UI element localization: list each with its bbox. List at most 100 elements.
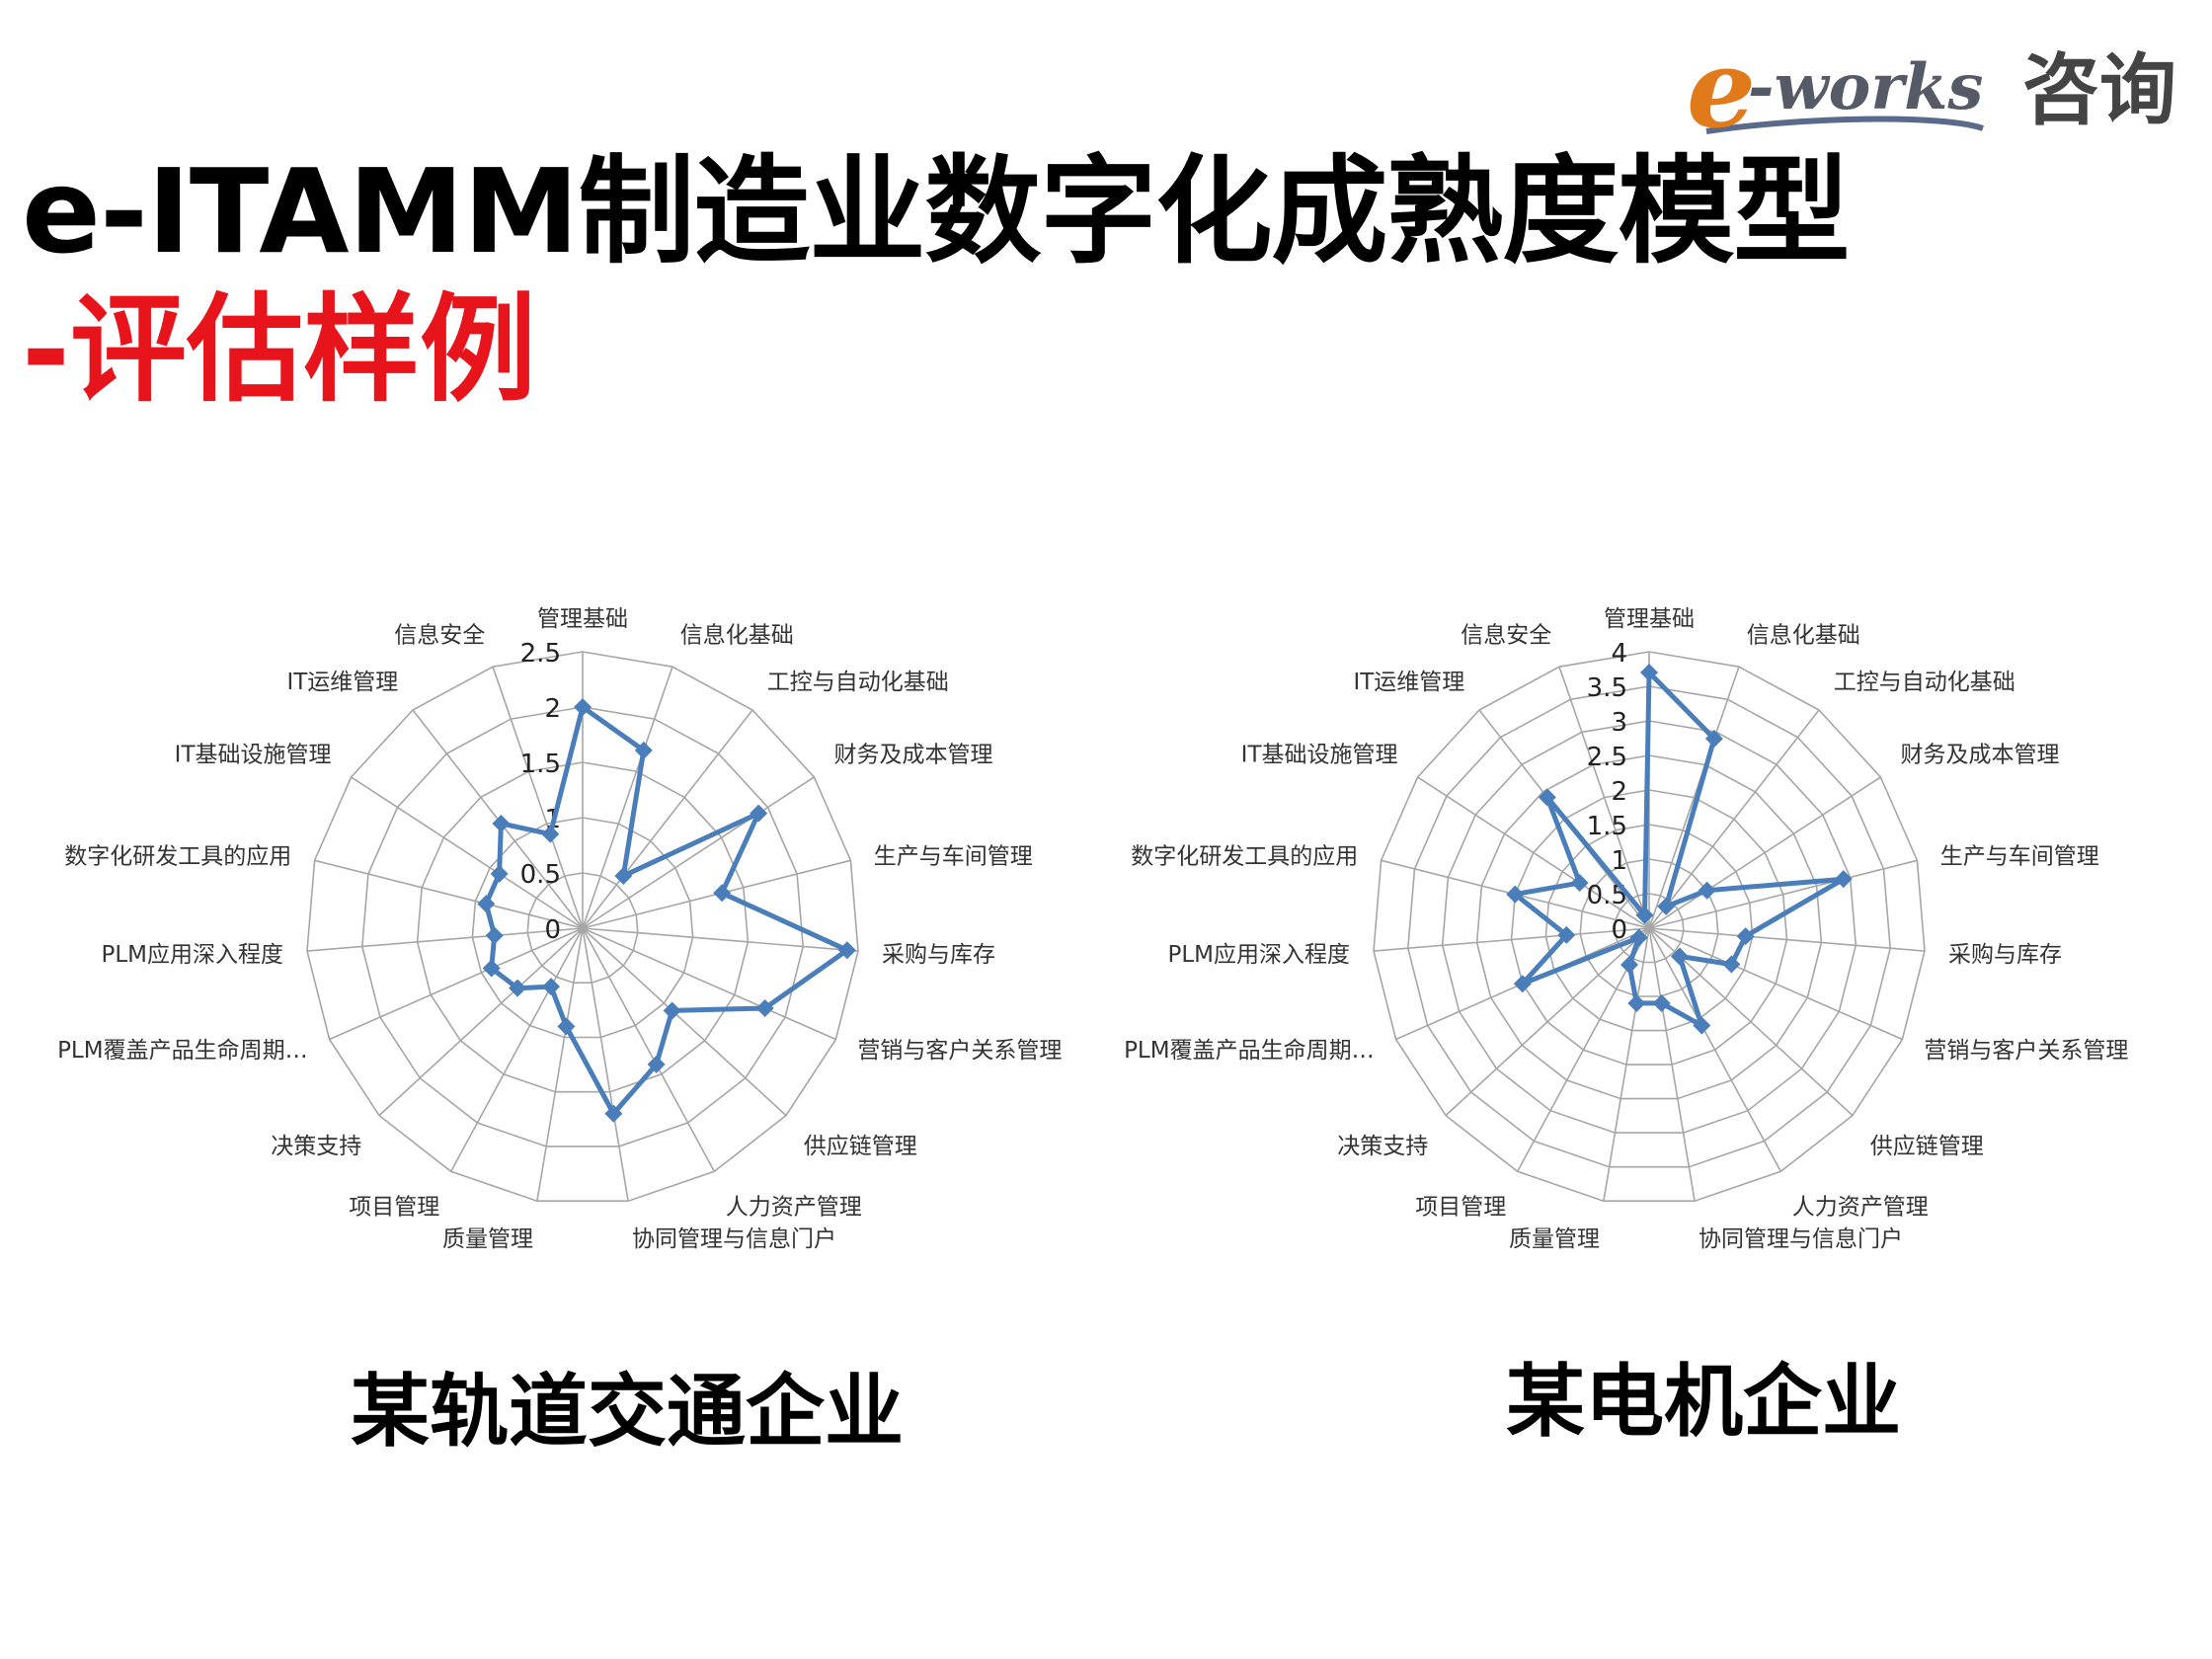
radar-category-label: 生产与车间管理 xyxy=(874,843,1033,869)
radar-data-point xyxy=(1513,975,1532,993)
radar-category-label: 采购与库存 xyxy=(1948,942,2062,968)
radar-data-point xyxy=(614,866,633,885)
radar-tick-label: 1.5 xyxy=(1587,812,1627,841)
radar-category-label: 财务及成本管理 xyxy=(834,743,993,768)
radar-spoke xyxy=(582,927,716,1172)
radar-category-label: 项目管理 xyxy=(349,1194,439,1220)
logo-text: -works xyxy=(1748,50,1983,124)
radar-data-point xyxy=(1736,927,1755,946)
radar-tick-labels: 00.511.522.5 xyxy=(520,639,561,945)
radar-category-labels: 管理基础信息化基础工控与自动化基础财务及成本管理生产与车间管理采购与库存营销与客… xyxy=(57,606,1062,1252)
radar-spoke xyxy=(329,927,584,1041)
radar-data-point xyxy=(1629,928,1648,947)
radar-ring xyxy=(1441,720,1857,1134)
radar-data-point xyxy=(485,926,504,945)
radar-data-point xyxy=(1635,906,1654,924)
radar-ring xyxy=(1475,754,1823,1100)
radar-category-label: IT运维管理 xyxy=(286,670,398,695)
radar-ring xyxy=(360,706,805,1147)
radar-ring xyxy=(1510,789,1788,1066)
radar-ring xyxy=(1406,685,1892,1168)
radar-data-point xyxy=(1652,993,1671,1012)
radar-category-label: 管理基础 xyxy=(1604,606,1695,632)
radar-tick-label: 2 xyxy=(1611,777,1627,807)
radar-category-label: 人力资产管理 xyxy=(726,1194,862,1220)
radar-data-point xyxy=(1657,897,1676,915)
radar-category-label: 协同管理与信息门户 xyxy=(1698,1226,1903,1252)
logo-cn: 咨询 xyxy=(2022,46,2176,135)
radar-spoke xyxy=(1648,927,1903,1041)
radar-category-label: 信息安全 xyxy=(394,623,485,649)
radar-category-label: 数字化研发工具的应用 xyxy=(1131,843,1358,869)
radar-data-point xyxy=(1693,1016,1711,1035)
radar-ring xyxy=(526,872,639,985)
radar-category-label: 人力资产管理 xyxy=(1792,1194,1929,1220)
radar-category-label: IT基础设施管理 xyxy=(1241,743,1398,768)
radar-spoke xyxy=(314,859,584,929)
radar-data-point xyxy=(750,804,768,823)
radar-data-point xyxy=(634,741,653,759)
radar-spoke xyxy=(492,666,584,929)
radar-ring xyxy=(1373,651,1926,1203)
radar-data-point xyxy=(1620,955,1639,974)
radar-ring xyxy=(416,761,750,1093)
radar-tick-label: 2.5 xyxy=(1587,743,1627,772)
radar-spoke xyxy=(582,927,859,952)
radar-category-label: 供应链管理 xyxy=(1870,1134,1984,1159)
radar-data-point xyxy=(492,814,511,832)
radar-data-point xyxy=(837,941,856,960)
radar-category-label: IT基础设施管理 xyxy=(175,743,332,768)
logo-swoosh xyxy=(1705,116,1984,134)
radar-data-point xyxy=(1834,870,1853,889)
radar-category-label: 采购与库存 xyxy=(882,942,995,968)
radar-data-point xyxy=(713,884,732,903)
radar-chart-rail-transit: 00.511.522.5管理基础信息化基础工控与自动化基础财务及成本管理生产与车… xyxy=(57,606,1062,1252)
radar-spoke xyxy=(1648,927,1696,1202)
radar-tick-label: 1 xyxy=(1611,846,1627,876)
radar-category-label: 信息安全 xyxy=(1461,623,1551,649)
radar-markers xyxy=(477,698,856,1123)
radar-tick-label: 2 xyxy=(544,694,561,724)
radar-tick-label: 3.5 xyxy=(1587,673,1627,703)
radar-grid xyxy=(306,651,859,1203)
radar-tick-label: 2.5 xyxy=(520,639,561,669)
radar-spoke xyxy=(582,927,836,1041)
radar-tick-label: 3 xyxy=(1611,708,1627,738)
radar-data-point xyxy=(557,1017,576,1036)
radar-data-point xyxy=(647,1055,666,1073)
radar-spoke xyxy=(1558,666,1650,929)
radar-spoke xyxy=(1648,927,1782,1172)
radar-data-point xyxy=(1640,664,1658,681)
radar-spoke xyxy=(449,927,584,1172)
radar-category-labels: 管理基础信息化基础工控与自动化基础财务及成本管理生产与车间管理采购与库存营销与客… xyxy=(1124,606,2128,1252)
radar-category-label: PLM覆盖产品生命周期… xyxy=(1124,1038,1375,1064)
radar-data-point xyxy=(541,825,560,843)
caption-motor: 某电机企业 xyxy=(1506,1356,1901,1448)
radar-category-label: 财务及成本管理 xyxy=(1901,743,2060,768)
radar-data-point xyxy=(509,979,527,997)
radar-category-label: PLM应用深入程度 xyxy=(101,942,283,968)
radar-category-label: 数字化研发工具的应用 xyxy=(64,843,291,869)
radar-spoke xyxy=(306,927,584,952)
radar-category-label: 决策支持 xyxy=(1337,1134,1428,1159)
radar-category-label: 工控与自动化基础 xyxy=(767,670,949,695)
radar-data-point xyxy=(1570,874,1589,893)
radar-data-point xyxy=(477,895,496,913)
eworks-logo: e -works 咨询 xyxy=(1687,38,2176,146)
radar-data-point xyxy=(755,998,774,1017)
radar-data-point xyxy=(604,1104,623,1123)
radar-series-line xyxy=(1512,670,1847,1028)
radar-data-point xyxy=(482,959,501,978)
radar-category-label: 信息化基础 xyxy=(680,623,794,649)
radar-spoke xyxy=(1648,776,1881,929)
radar-category-label: IT运维管理 xyxy=(1353,670,1464,695)
radar-tick-label: 0.5 xyxy=(520,860,561,890)
radar-spoke xyxy=(351,776,584,929)
radar-data-point xyxy=(1506,885,1525,904)
radar-data-point xyxy=(1704,729,1723,748)
radar-tick-label: 0 xyxy=(544,915,561,945)
radar-category-label: PLM应用深入程度 xyxy=(1167,942,1350,968)
page-subtitle: -评估样例 xyxy=(22,281,536,418)
radar-category-label: 质量管理 xyxy=(1509,1226,1600,1252)
radar-data-point xyxy=(663,1001,681,1020)
